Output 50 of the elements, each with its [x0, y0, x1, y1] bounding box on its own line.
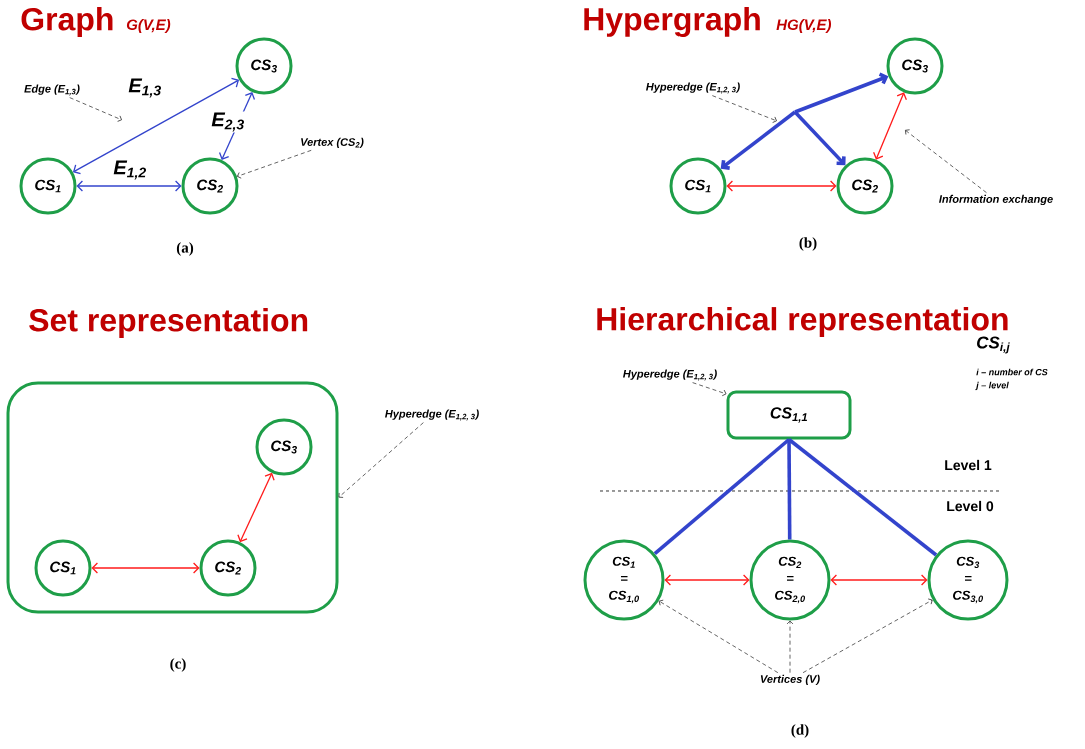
graph-notation: HG(V,E) [776, 19, 832, 33]
notation-text: j – level [975, 381, 1009, 391]
leader-line [786, 620, 794, 673]
arrow [720, 110, 797, 170]
arrow [72, 77, 240, 175]
leader-line [658, 599, 779, 673]
level-label: Level 0 [947, 500, 994, 512]
leader-line [69, 97, 122, 122]
panel-letter: (a) [176, 242, 194, 256]
leader-line [338, 422, 424, 498]
annotation-text: Edge (E$_{1,3}$) [24, 84, 80, 96]
arrow [830, 574, 928, 586]
notation-text: i – number of CS [976, 368, 1048, 376]
panel-title: Graph [21, 7, 113, 37]
panel-letter: (d) [791, 724, 809, 738]
annotation-text: Hyperedge (E$_{1,2, 3}$) [623, 369, 717, 381]
arrow [237, 472, 275, 543]
connector-line [787, 438, 938, 557]
edge-label: E$_{1,3}$ [127, 77, 163, 99]
arrow [793, 110, 846, 166]
connector-line [653, 438, 791, 556]
hyperedge-set-box [6, 381, 339, 614]
arrow [794, 72, 889, 114]
annotation-text: Hyperedge (E$_{1,2, 3}$) [646, 82, 740, 94]
annotation-text: Vertex (CS$_{2}$) [301, 137, 364, 149]
edge-label: E$_{1,2}$ [112, 159, 148, 181]
arrow [91, 562, 200, 574]
notation-text: CS$_{i,j}$ [977, 336, 1010, 354]
annotation-text: Hyperedge (E$_{1,2, 3}$) [385, 409, 479, 421]
arrow [726, 180, 837, 192]
arrow [873, 92, 908, 160]
panel-title: Hypergraph [584, 7, 760, 37]
annotation-text: Vertices (V) [760, 674, 820, 686]
edge-label: E$_{2,3}$ [210, 111, 246, 133]
panel-title: Set representation [29, 308, 308, 338]
leader-line [712, 95, 777, 123]
connector-line [787, 439, 792, 540]
hyperedge-box: CS$_{1,1}$ [726, 390, 852, 440]
panel-letter: (b) [799, 237, 817, 251]
leader-line [692, 382, 727, 397]
leader-line [905, 129, 987, 193]
leader-line [237, 149, 312, 179]
graph-notation: G(V,E) [126, 19, 171, 33]
panel-title: Hierarchical representation [597, 307, 1008, 337]
leader-line [802, 598, 933, 673]
arrow [76, 180, 182, 192]
level-label: Level 1 [945, 459, 992, 471]
arrow [664, 574, 750, 586]
panel-letter: (c) [170, 658, 186, 672]
annotation-text: Information exchange [939, 194, 1053, 206]
